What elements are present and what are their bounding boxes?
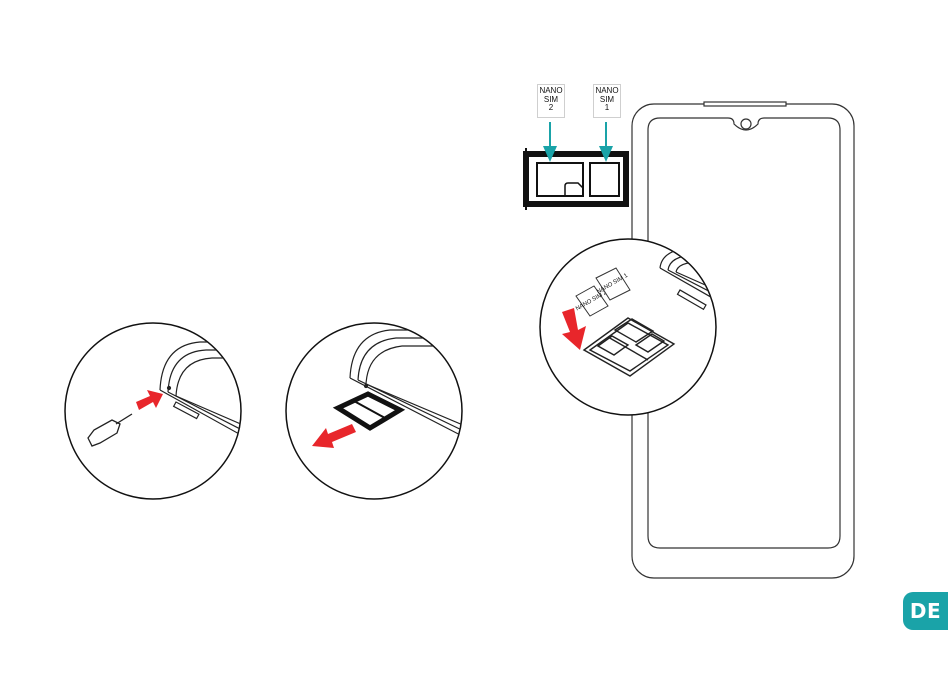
earpiece-slot	[704, 102, 786, 106]
sim1-label-line3: 1	[594, 104, 620, 113]
sim2-label-line3: 2	[538, 104, 564, 113]
step1-eject-pin-detail	[65, 323, 260, 499]
step2-pull-tray-detail	[286, 323, 470, 499]
nano-sim2-label-card: NANO SIM 2	[537, 84, 565, 118]
front-camera-icon	[741, 119, 751, 129]
step3-insert-sims-detail: NANO SIM 2 NANO SIM 1	[540, 239, 730, 415]
language-badge: DE	[903, 592, 948, 630]
nano-sim1-label-card: NANO SIM 1	[593, 84, 621, 118]
sim-slot-1	[590, 163, 619, 196]
sim-slot-2	[537, 163, 583, 196]
sim-tray-illustration	[526, 122, 626, 210]
